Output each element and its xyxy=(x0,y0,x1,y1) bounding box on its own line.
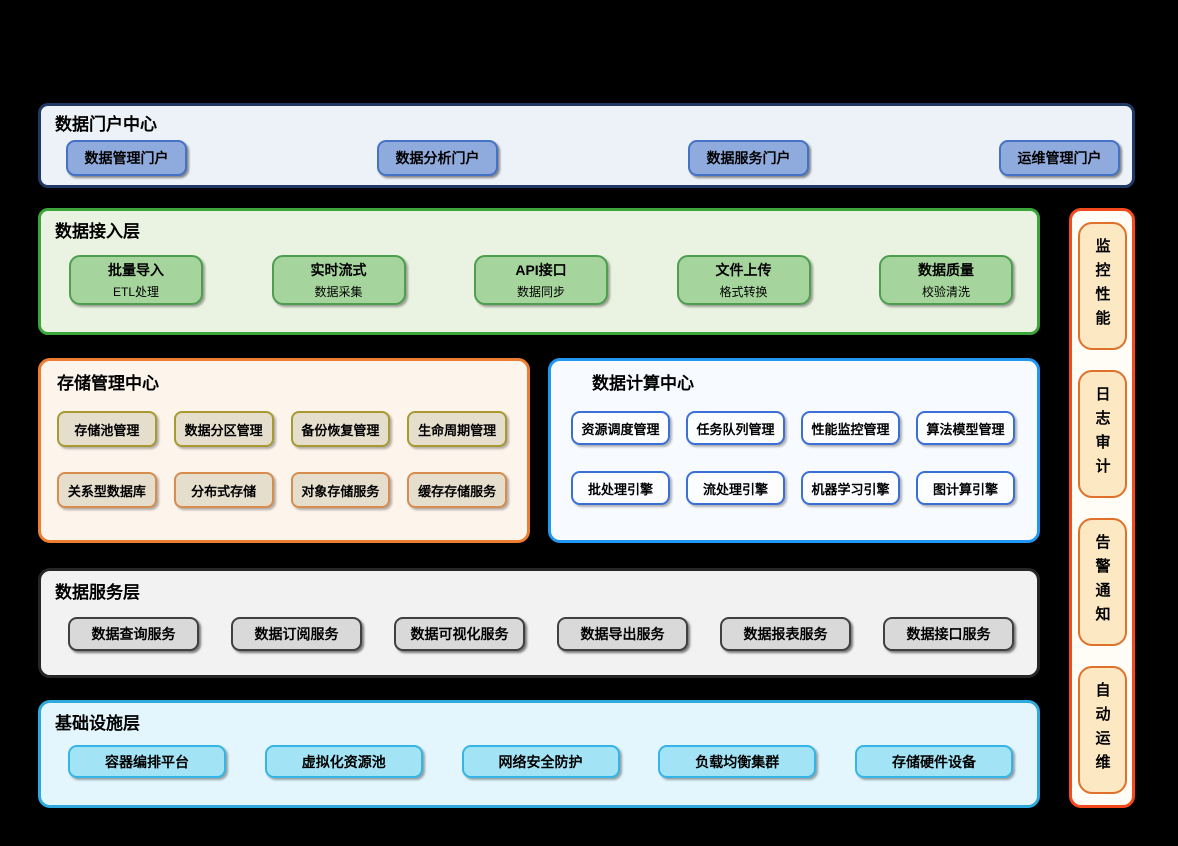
portal-button-row: 数据管理门户 数据分析门户 数据服务门户 运维管理门户 xyxy=(55,140,1132,177)
card-title: 文件上传 xyxy=(715,262,772,279)
ops-card-label: 告警通知 xyxy=(1093,534,1111,630)
infrastructure-card-row: 容器编排平台 虚拟化资源池 网络安全防护 负载均衡集群 存储硬件设备 xyxy=(55,745,1037,779)
ingestion-card-row: 批量导入 ETL处理 实时流式 数据采集 API接口 数据同步 文件上传 格式转… xyxy=(55,255,1037,306)
compute-row-2: 批处理引擎 流处理引擎 机器学习引擎 图计算引擎 xyxy=(571,471,1015,506)
infra-card-storage-hardware[interactable]: 存储硬件设备 xyxy=(855,745,1013,779)
compute-card-algorithm-model[interactable]: 算法模型管理 xyxy=(916,411,1015,446)
compute-center-panel: 数据计算中心 资源调度管理 任务队列管理 性能监控管理 算法模型管理 批处理引擎… xyxy=(548,358,1040,543)
service-card-export[interactable]: 数据导出服务 xyxy=(557,617,688,652)
service-card-api[interactable]: 数据接口服务 xyxy=(883,617,1014,652)
ingestion-card-file-upload[interactable]: 文件上传 格式转换 xyxy=(676,255,811,306)
compute-center-title: 数据计算中心 xyxy=(592,374,694,393)
data-service-title: 数据服务层 xyxy=(55,583,140,602)
infra-card-virtualization-pool[interactable]: 虚拟化资源池 xyxy=(264,745,423,779)
storage-card-distributed-storage[interactable]: 分布式存储 xyxy=(173,472,274,509)
portal-button-data-analysis[interactable]: 数据分析门户 xyxy=(377,140,498,177)
card-subtitle: 数据采集 xyxy=(314,285,363,300)
infra-card-load-balancing[interactable]: 负载均衡集群 xyxy=(658,745,817,779)
compute-card-batch-engine[interactable]: 批处理引擎 xyxy=(571,471,670,506)
storage-card-object-storage[interactable]: 对象存储服务 xyxy=(290,472,391,509)
ops-card-auto-ops[interactable]: 自动运维 xyxy=(1077,666,1127,794)
card-title: API接口 xyxy=(515,262,567,279)
compute-card-graph-engine[interactable]: 图计算引擎 xyxy=(916,471,1015,506)
storage-card-partition-management[interactable]: 数据分区管理 xyxy=(173,411,274,448)
card-subtitle: 校验清洗 xyxy=(921,285,970,300)
infrastructure-panel: 基础设施层 容器编排平台 虚拟化资源池 网络安全防护 负载均衡集群 存储硬件设备 xyxy=(38,700,1040,808)
ops-card-label: 监控性能 xyxy=(1093,238,1111,334)
service-card-visualization[interactable]: 数据可视化服务 xyxy=(394,617,525,652)
card-title: 批量导入 xyxy=(108,262,164,279)
storage-center-panel: 存储管理中心 存储池管理 数据分区管理 备份恢复管理 生命周期管理 关系型数据库… xyxy=(38,358,530,543)
data-service-panel: 数据服务层 数据查询服务 数据订阅服务 数据可视化服务 数据导出服务 数据报表服… xyxy=(38,568,1040,678)
storage-center-title: 存储管理中心 xyxy=(57,374,159,393)
portal-center-title: 数据门户中心 xyxy=(55,115,157,134)
storage-card-pool-management[interactable]: 存储池管理 xyxy=(57,411,157,448)
ops-card-label: 日志审计 xyxy=(1093,386,1111,482)
compute-card-ml-engine[interactable]: 机器学习引擎 xyxy=(801,471,900,506)
portal-center-panel: 数据门户中心 数据管理门户 数据分析门户 数据服务门户 运维管理门户 xyxy=(38,103,1135,188)
ops-card-log-audit[interactable]: 日志审计 xyxy=(1077,370,1127,498)
card-subtitle: ETL处理 xyxy=(112,285,159,300)
portal-button-ops-management[interactable]: 运维管理门户 xyxy=(999,140,1120,177)
card-title: 实时流式 xyxy=(310,262,367,279)
ingestion-card-realtime-stream[interactable]: 实时流式 数据采集 xyxy=(271,255,406,306)
infra-card-container-orchestration[interactable]: 容器编排平台 xyxy=(68,745,226,779)
data-ingestion-panel: 数据接入层 批量导入 ETL处理 实时流式 数据采集 API接口 数据同步 文件… xyxy=(38,208,1040,335)
ops-sidebar-panel: 监控性能 日志审计 告警通知 自动运维 xyxy=(1069,208,1135,808)
ops-card-alert-notification[interactable]: 告警通知 xyxy=(1077,518,1127,646)
storage-row-1: 存储池管理 数据分区管理 备份恢复管理 生命周期管理 xyxy=(57,411,507,448)
data-ingestion-title: 数据接入层 xyxy=(55,222,140,241)
compute-card-resource-scheduling[interactable]: 资源调度管理 xyxy=(571,411,670,446)
storage-row-2: 关系型数据库 分布式存储 对象存储服务 缓存存储服务 xyxy=(57,472,507,509)
compute-card-performance-monitoring[interactable]: 性能监控管理 xyxy=(801,411,900,446)
ops-card-performance-monitoring[interactable]: 监控性能 xyxy=(1077,222,1127,350)
service-card-report[interactable]: 数据报表服务 xyxy=(720,617,851,652)
portal-button-data-management[interactable]: 数据管理门户 xyxy=(66,140,187,177)
infrastructure-title: 基础设施层 xyxy=(55,714,140,733)
card-subtitle: 数据同步 xyxy=(516,285,565,300)
ingestion-card-api[interactable]: API接口 数据同步 xyxy=(474,255,608,306)
service-card-row: 数据查询服务 数据订阅服务 数据可视化服务 数据导出服务 数据报表服务 数据接口… xyxy=(55,617,1037,652)
storage-card-relational-db[interactable]: 关系型数据库 xyxy=(57,472,157,509)
infra-card-network-security[interactable]: 网络安全防护 xyxy=(461,745,620,779)
service-card-subscription[interactable]: 数据订阅服务 xyxy=(231,617,362,652)
ingestion-card-data-quality[interactable]: 数据质量 校验清洗 xyxy=(879,255,1013,306)
storage-card-cache-storage[interactable]: 缓存存储服务 xyxy=(407,472,507,509)
portal-button-data-service[interactable]: 数据服务门户 xyxy=(688,140,809,177)
storage-card-backup-recovery[interactable]: 备份恢复管理 xyxy=(290,411,391,448)
ops-card-label: 自动运维 xyxy=(1093,682,1111,778)
storage-card-lifecycle-management[interactable]: 生命周期管理 xyxy=(407,411,507,448)
compute-row-1: 资源调度管理 任务队列管理 性能监控管理 算法模型管理 xyxy=(571,411,1015,446)
compute-card-task-queue[interactable]: 任务队列管理 xyxy=(686,411,785,446)
card-title: 数据质量 xyxy=(918,262,974,279)
service-card-query[interactable]: 数据查询服务 xyxy=(68,617,199,652)
card-subtitle: 格式转换 xyxy=(719,285,768,300)
compute-card-stream-engine[interactable]: 流处理引擎 xyxy=(686,471,785,506)
ingestion-card-batch-import[interactable]: 批量导入 ETL处理 xyxy=(69,255,203,306)
